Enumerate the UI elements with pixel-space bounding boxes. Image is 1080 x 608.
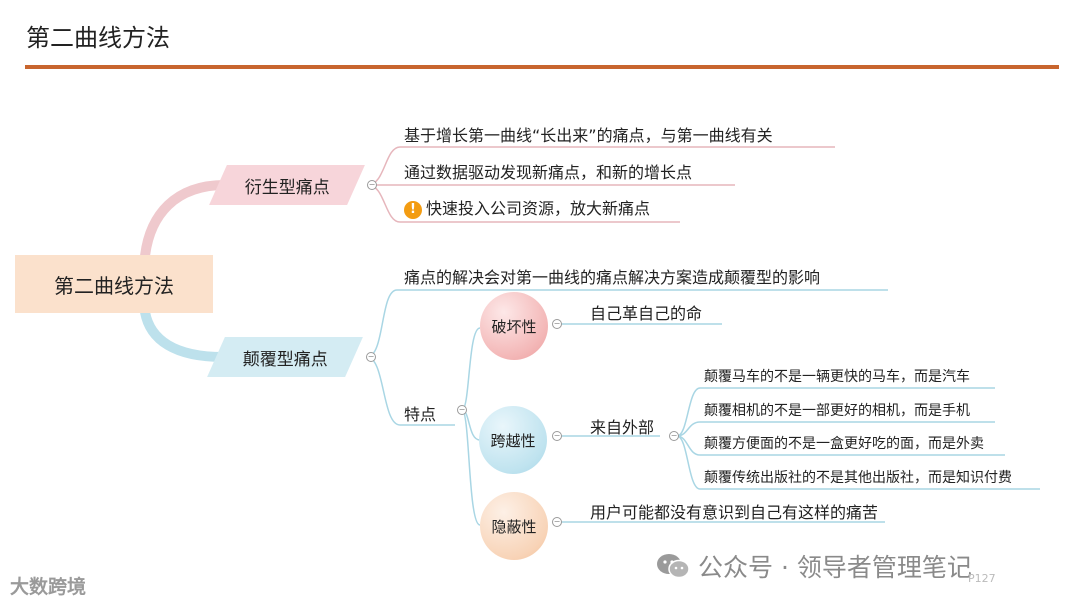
derived-item-3: !快速投入公司资源，放大新痛点 <box>404 195 650 219</box>
title-divider <box>25 65 1059 69</box>
wechat-watermark: 公众号 · 领导者管理笔记 <box>656 548 972 584</box>
branch-disruptive-label: 颠覆型痛点 <box>242 349 328 370</box>
feature-destructive-node[interactable]: 破坏性 <box>480 292 548 360</box>
feature-label: 特点 <box>404 405 437 424</box>
connector-feature-peach <box>461 409 481 526</box>
page-number: P127 <box>968 572 996 585</box>
feature-crossover-label: 跨越性 <box>490 431 536 450</box>
collapse-toggle-hidden[interactable]: − <box>552 517 562 527</box>
crossover-example-2: 颠覆相机的不是一部更好的相机，而是手机 <box>704 403 970 419</box>
derived-item-3-text: 快速投入公司资源，放大新痛点 <box>426 199 651 218</box>
feature-crossover-node[interactable]: 跨越性 <box>479 406 547 474</box>
branch-derived-pain[interactable]: 衍生型痛点 <box>209 165 365 205</box>
collapse-toggle-a[interactable]: − <box>367 180 377 190</box>
destructive-desc: 自己革自己的命 <box>590 304 703 323</box>
disruptive-statement: 痛点的解决会对第一曲线的痛点解决方案造成颠覆型的影响 <box>404 268 821 287</box>
collapse-toggle-destructive[interactable]: − <box>552 319 562 329</box>
connector-root-a <box>140 180 230 261</box>
connector-ex-2 <box>676 421 995 437</box>
crossover-example-3: 颠覆方便面的不是一盒更好吃的面，而是外卖 <box>704 436 984 452</box>
derived-item-1: 基于增长第一曲线“长出来”的痛点，与第一曲线有关 <box>404 126 773 145</box>
slide-title: 第二曲线方法 <box>26 24 170 52</box>
feature-destructive-label: 破坏性 <box>491 317 537 336</box>
root-node-label: 第二曲线方法 <box>54 273 174 298</box>
connector-ex-4 <box>676 435 1040 490</box>
connector-feature-red <box>461 327 481 411</box>
connector-ex-1 <box>676 387 995 437</box>
root-node[interactable]: 第二曲线方法 <box>15 255 213 313</box>
collapse-toggle-feature[interactable]: − <box>457 405 467 415</box>
feature-hidden-node[interactable]: 隐蔽性 <box>480 492 548 560</box>
crossover-desc: 来自外部 <box>590 418 655 437</box>
branch-disruptive-pain[interactable]: 颠覆型痛点 <box>207 337 363 377</box>
derived-item-2: 通过数据驱动发现新痛点，和新的增长点 <box>404 163 693 182</box>
exclamation-icon: ! <box>404 200 422 219</box>
collapse-toggle-crossover[interactable]: − <box>552 431 562 441</box>
connector-root-b <box>140 307 228 362</box>
wechat-icon <box>657 554 690 579</box>
crossover-example-4: 颠覆传统出版社的不是其他出版社，而是知识付费 <box>704 470 1012 486</box>
branch-derived-label: 衍生型痛点 <box>244 177 330 198</box>
collapse-toggle-b[interactable]: − <box>366 352 376 362</box>
collapse-toggle-origin[interactable]: − <box>669 431 679 441</box>
crossover-example-1: 颠覆马车的不是一辆更快的马车，而是汽车 <box>704 369 970 385</box>
hidden-desc: 用户可能都没有意识到自己有这样的痛苦 <box>590 503 879 522</box>
bottom-logo: 大数跨境 <box>10 576 87 598</box>
feature-hidden-label: 隐蔽性 <box>491 517 537 536</box>
watermark-text: 公众号 · 领导者管理笔记 <box>698 553 972 582</box>
